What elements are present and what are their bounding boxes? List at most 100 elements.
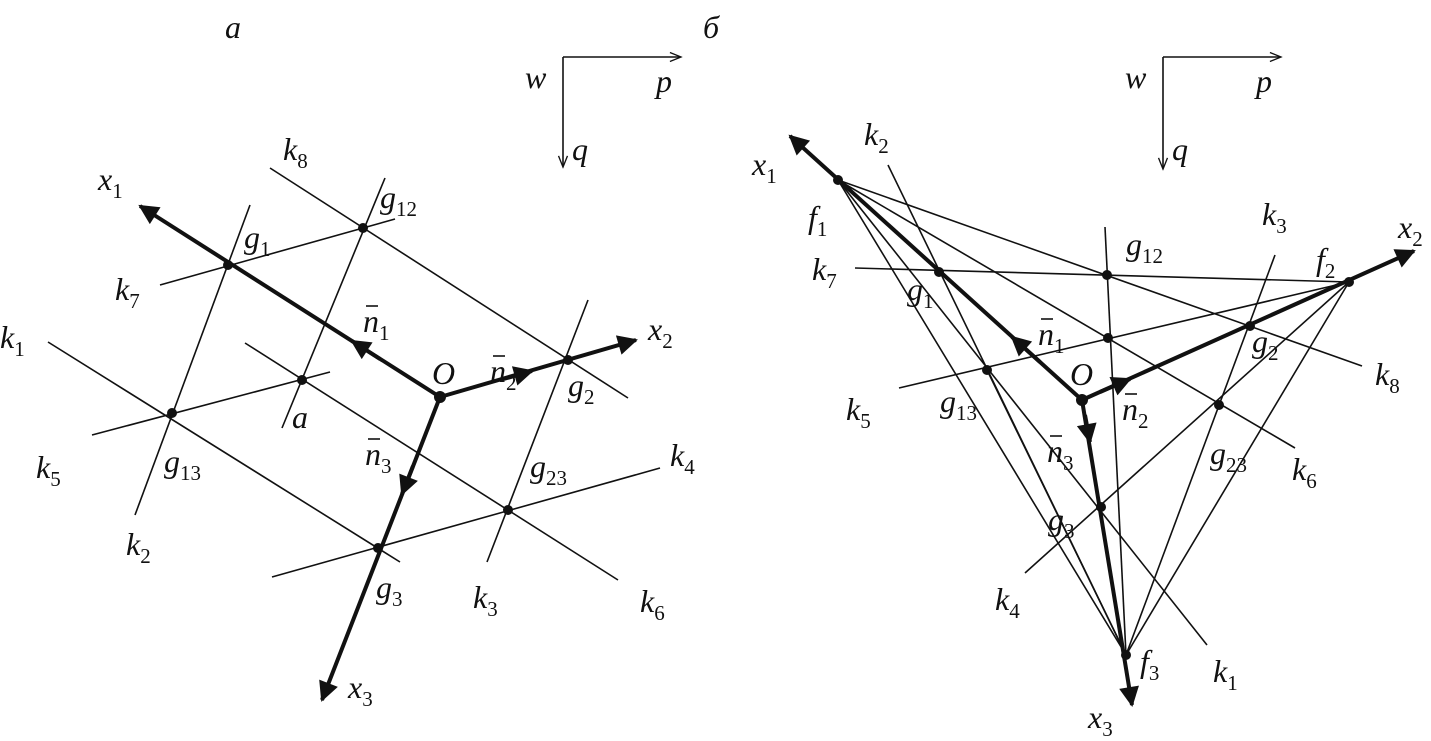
label-a-k1: k1 <box>0 319 25 361</box>
point-b-g13 <box>982 365 992 375</box>
label-b-q: q <box>1172 131 1188 167</box>
label-base: k <box>846 391 861 427</box>
point-b-g3 <box>1096 502 1106 512</box>
label-base: n <box>490 353 506 389</box>
label-b-x2: x2 <box>1397 209 1423 251</box>
label-subscript: 3 <box>1064 519 1075 543</box>
label-a-k7: k7 <box>115 271 140 313</box>
label-subscript: 2 <box>1268 341 1279 365</box>
label-a-g13: g13 <box>164 443 201 485</box>
label-a-a: a <box>292 399 308 435</box>
vector-n1-arrow <box>350 339 382 361</box>
line-k5 <box>91 371 331 436</box>
label-base: g <box>907 271 923 307</box>
label-b-g3: g3 <box>1048 501 1075 543</box>
label-base: g <box>1252 323 1268 359</box>
label-subscript: 3 <box>487 597 498 621</box>
label-b-k5: k5 <box>846 391 871 433</box>
label-subscript: 1 <box>379 321 390 345</box>
label-base: g <box>1210 435 1226 471</box>
label-base: g <box>568 367 584 403</box>
label-subscript: 1 <box>1054 334 1065 358</box>
label-b-n1: n1 <box>1038 316 1065 358</box>
label-subscript: 2 <box>1138 409 1149 433</box>
vector-n2-arrow <box>1099 376 1132 396</box>
line-k3 <box>1125 254 1276 656</box>
line-through-a <box>281 177 386 429</box>
point-b-g23 <box>1214 400 1224 410</box>
line-f2-f3 <box>1125 281 1350 656</box>
label-b-f1: f1 <box>808 199 827 241</box>
label-subscript: 2 <box>662 329 673 353</box>
label-base: g <box>244 219 260 255</box>
label-base: n <box>363 303 379 339</box>
label-subscript: 2 <box>878 134 889 158</box>
line-k8 <box>837 179 1363 367</box>
line-k1 <box>837 179 1208 646</box>
label-a-g3: g3 <box>376 569 403 611</box>
point-a-g23 <box>503 505 513 515</box>
vector-n2-arrow <box>499 366 534 386</box>
label-b-p: p <box>1254 63 1272 99</box>
point-a-g12 <box>358 223 368 233</box>
label-subscript: 3 <box>1149 661 1160 685</box>
label-b-g23: g23 <box>1210 435 1247 477</box>
label-subscript: 5 <box>860 409 871 433</box>
label-base: g <box>376 569 392 605</box>
label-subscript: 4 <box>1009 599 1020 623</box>
label-base: O <box>1070 356 1093 392</box>
label-subscript: 3 <box>1063 451 1074 475</box>
label-a-k8: k8 <box>283 131 308 173</box>
label-b-k7: k7 <box>812 251 837 293</box>
label-a-p: p <box>654 63 672 99</box>
label-a-k4: k4 <box>670 437 695 479</box>
label-base: k <box>115 271 130 307</box>
vector-n3-arrow <box>399 465 418 496</box>
label-subscript: 4 <box>684 455 695 479</box>
label-subscript: 3 <box>362 687 373 711</box>
point-b-g12 <box>1102 270 1112 280</box>
label-b-f3: f3 <box>1140 643 1159 685</box>
label-base: k <box>1213 653 1228 689</box>
label-a-n2: n2 <box>490 353 517 395</box>
point-a-O <box>434 391 446 403</box>
label-b-n3: n3 <box>1047 433 1074 475</box>
label-base: n <box>365 436 381 472</box>
line-k3 <box>486 299 589 563</box>
label-base: g <box>1048 501 1064 537</box>
line-k2 <box>887 164 1127 656</box>
label-subscript: 1 <box>260 237 271 261</box>
label-base: g <box>164 443 180 479</box>
label-b-n2: n2 <box>1122 391 1149 433</box>
label-base: k <box>126 526 141 562</box>
label-subscript: 3 <box>392 587 403 611</box>
point-b-g2 <box>1245 321 1255 331</box>
label-subscript: 8 <box>1389 374 1400 398</box>
point-b-f1 <box>833 175 843 185</box>
label-base: g <box>380 179 396 215</box>
label-b-x1: x1 <box>751 146 777 188</box>
label-base: k <box>995 581 1010 617</box>
panel-a-title: а <box>225 9 241 45</box>
label-base: x <box>347 669 362 705</box>
label-b-k4: k4 <box>995 581 1020 623</box>
label-b-k6: k6 <box>1292 451 1317 493</box>
label-b-k3: k3 <box>1262 196 1287 238</box>
label-base: k <box>864 116 879 152</box>
label-subscript: 6 <box>654 601 665 625</box>
label-subscript: 2 <box>1325 259 1336 283</box>
label-a-n3: n3 <box>365 436 392 478</box>
label-subscript: 1 <box>817 217 828 241</box>
label-subscript: 7 <box>129 289 140 313</box>
label-a-k5: k5 <box>36 449 61 491</box>
label-base: x <box>1397 209 1412 245</box>
label-base: k <box>0 319 15 355</box>
label-b-g13: g13 <box>940 383 977 425</box>
label-subscript: 2 <box>140 544 151 568</box>
label-b-g2: g2 <box>1252 323 1279 365</box>
label-base: g <box>940 383 956 419</box>
label-a-g2: g2 <box>568 367 595 409</box>
line-g12-f3 <box>1104 226 1127 656</box>
label-base: x <box>97 161 112 197</box>
